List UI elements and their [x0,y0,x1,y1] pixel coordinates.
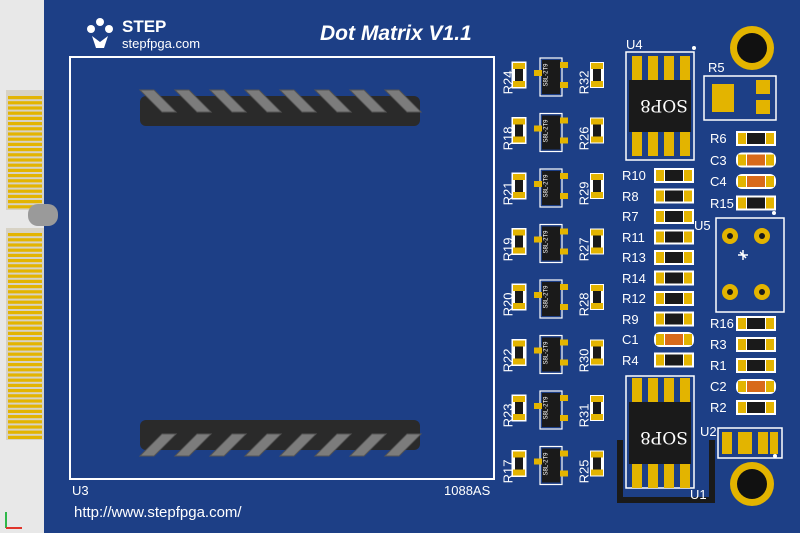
label-r5: R5 [708,60,725,75]
right-column-label: R15 [710,195,734,211]
transistor-marking: S8L-2T9 [543,396,550,420]
mid-column-label: R4 [622,352,639,368]
left-resistor-label: R22 [500,348,516,372]
right-column-label: R16 [710,316,734,331]
mounting-hole-bottom [730,462,774,506]
right-resistor-label: R27 [576,237,592,261]
axis-gizmo-icon [5,512,22,529]
transistor-marking: S8L-2T9 [543,174,550,198]
edge-connector-fingers [8,96,42,439]
label-u4: U4 [626,37,643,52]
transistor-marking: S8L-2T9 [543,340,550,365]
transistor-marking: S8L-2T9 [543,63,550,87]
transistor-marking: S8L-2T9 [543,118,550,143]
mid-column-label: R7 [622,209,639,224]
transistor-marking: S8L-2T9 [543,229,550,254]
left-resistor-label: R18 [500,126,516,150]
right-resistor-label: R25 [576,459,592,483]
mid-column-label: R14 [622,270,646,286]
mounting-hole-top [730,26,774,70]
right-resistor-label: R32 [576,70,592,95]
right-column-label: R3 [710,337,727,352]
driver-array [511,57,604,486]
step-logo-icon [87,18,113,48]
left-resistor-label: R23 [500,403,516,428]
mid-column-label: R13 [622,250,646,265]
mid-column-label: R11 [622,229,645,245]
left-resistor-label: R21 [500,181,516,206]
right-resistor-column [736,131,776,415]
u2-component [717,427,783,459]
right-column-label: R6 [710,131,727,146]
u4-chip [625,46,696,161]
label-matrix-part: 1088AS [444,483,491,498]
u1-chip [617,375,715,503]
matrix-outline [69,56,495,480]
transistor-marking: S8L-2T9 [543,451,550,476]
u1-marking: SOP8 [640,427,688,447]
mid-column-label: R12 [622,291,646,306]
label-u3: U3 [72,483,89,498]
mid-column-label: R9 [622,311,639,327]
footer-url: http://www.stepfpga.com/ [74,504,242,521]
right-resistor-label: R31 [576,403,592,428]
mid-column-label: R10 [622,168,646,183]
label-u5: U5 [694,218,711,233]
right-column-label: C2 [710,379,727,394]
mid-column-label: C1 [622,332,639,347]
right-column-label: C3 [710,152,727,168]
right-column-label: R1 [710,358,727,373]
label-u2: U2 [700,424,717,439]
u5-component [715,211,785,313]
board-title: Dot Matrix V1.1 [320,22,472,45]
right-resistor-label: R30 [576,348,592,372]
right-column-label: C4 [710,174,727,189]
logo-site: stepfpga.com [122,36,201,51]
r5-component [703,75,777,121]
right-column-label: R2 [710,400,727,415]
transistor-marking: S8L-2T9 [543,285,550,309]
right-resistor-label: R26 [576,126,592,150]
mid-resistor-column [654,168,694,368]
u4-marking: SOP8 [640,95,688,115]
right-resistor-label: R29 [576,181,592,206]
left-resistor-label: R20 [500,292,516,317]
board-substrate [30,0,800,533]
label-u1: U1 [690,487,707,502]
pin-headers [138,89,423,457]
left-resistor-label: R17 [500,459,516,483]
mid-column-label: R8 [622,188,639,204]
left-resistor-label: R19 [500,237,516,261]
logo-brand: STEP [122,17,167,36]
right-resistor-label: R28 [576,292,592,317]
left-resistor-label: R24 [500,70,516,95]
